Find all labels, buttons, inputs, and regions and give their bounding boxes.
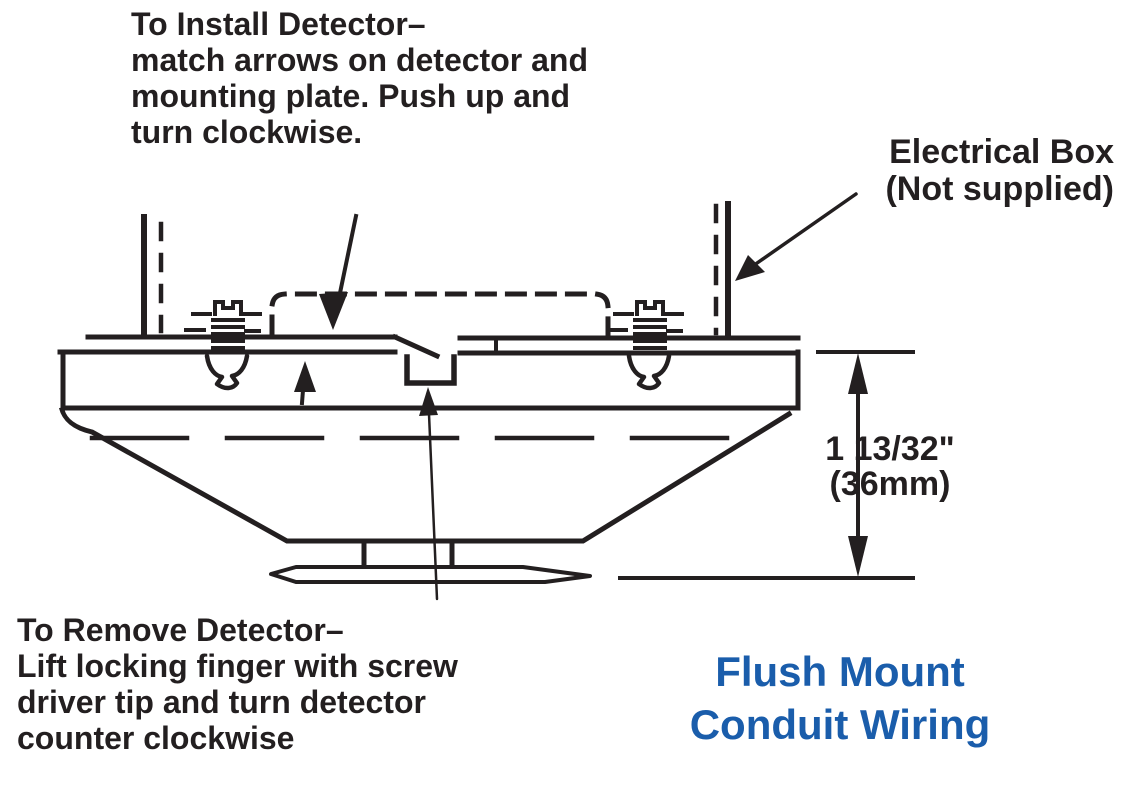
- mounting-screw-left: [184, 300, 262, 391]
- mounting-screw-right: [606, 300, 684, 391]
- height-dimension-label: 1 13/32" (36mm): [825, 430, 955, 503]
- mounting-plate: [57, 333, 801, 360]
- left-conduit: [141, 214, 164, 337]
- install-arrow: [319, 213, 359, 330]
- electrical-box-pointer-arrow: [735, 192, 858, 281]
- locking-finger-notch: [404, 354, 457, 386]
- detector-base-stem: [269, 540, 592, 584]
- remove-arrow: [419, 387, 439, 601]
- electrical-box-label: Electrical Box (Not supplied): [885, 133, 1114, 208]
- install-instructions: To Install Detector– match arrows on det…: [131, 6, 588, 150]
- right-conduit: [713, 201, 731, 339]
- figure-caption: Flush Mount Conduit Wiring: [689, 648, 991, 748]
- remove-instructions: To Remove Detector– Lift locking finger …: [17, 612, 458, 756]
- push-up-arrow: [294, 361, 316, 406]
- electrical-box-outline: [269, 291, 611, 339]
- height-dimension: [618, 350, 915, 580]
